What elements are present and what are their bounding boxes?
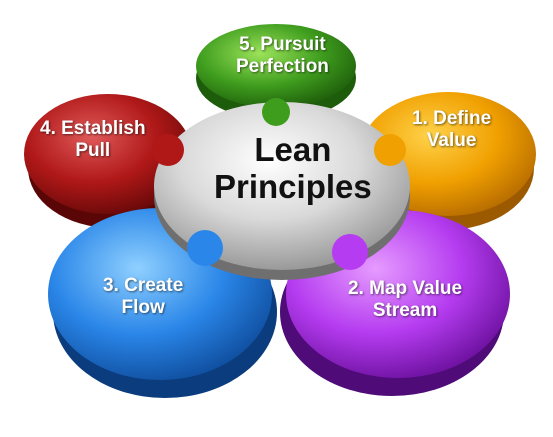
notch-purple xyxy=(332,234,368,270)
petal-4-establish-pull xyxy=(24,94,196,228)
center-puzzle-piece xyxy=(152,98,410,280)
petal-1-label: 1. Define Value xyxy=(412,108,492,152)
notch-orange xyxy=(374,134,406,166)
notch-green xyxy=(262,98,290,126)
notch-blue xyxy=(187,230,223,266)
petal-2-label: 2. Map Value Stream xyxy=(348,278,463,322)
notch-red xyxy=(152,134,184,166)
petal-5-pursuit-perfection xyxy=(196,24,356,120)
petal-5-label: 5. Pursuit Perfection xyxy=(236,34,329,78)
petal-4-label: 4. Establish Pull xyxy=(40,118,146,162)
center-title: Lean Principles xyxy=(214,131,372,205)
petal-3-label: 3. Create Flow xyxy=(103,275,184,319)
